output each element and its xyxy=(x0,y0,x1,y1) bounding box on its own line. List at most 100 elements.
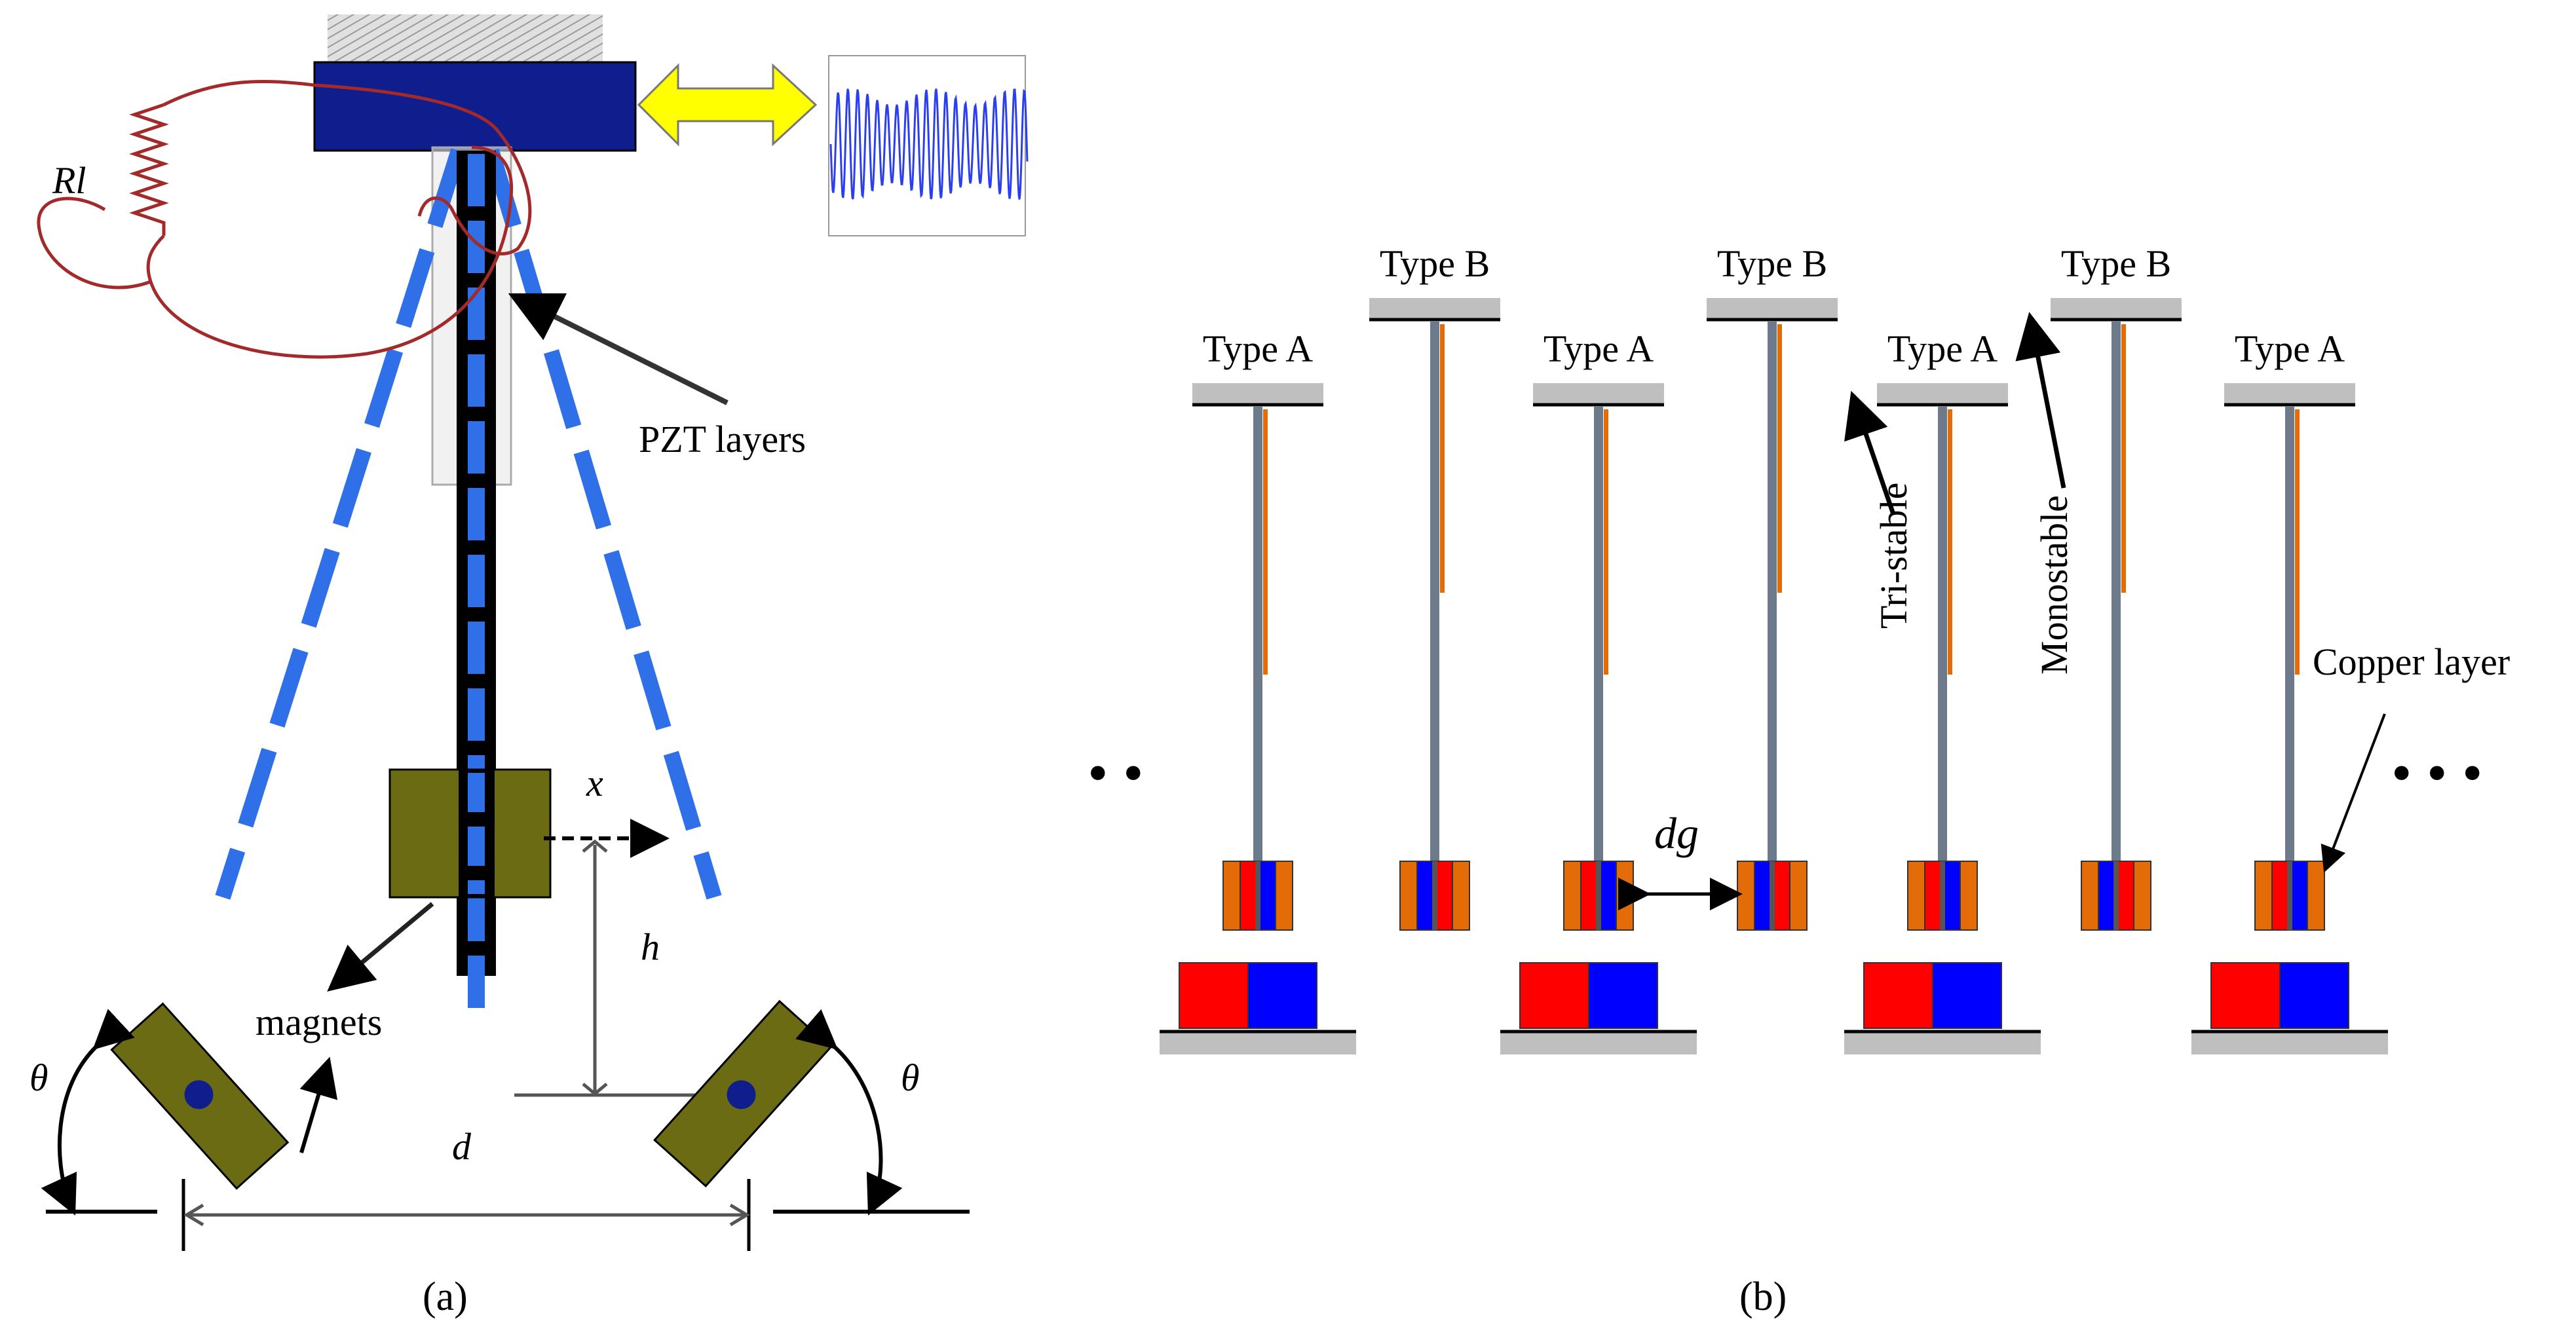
resistor-wire xyxy=(37,79,532,359)
base-magnet-red-1 xyxy=(1179,962,1249,1029)
base-ground-3 xyxy=(1500,1032,1697,1054)
base-magnet-red-7 xyxy=(2210,962,2281,1029)
tip-magnet-segment-2 xyxy=(1924,861,1943,931)
beam-array: Type A Type B Type A Type B Type A Type B Type… xyxy=(1160,242,2388,1054)
tip-magnet-segment-4 xyxy=(1960,861,1978,931)
base-magnet-red-3 xyxy=(1519,962,1589,1029)
tip-magnet-segment-4 xyxy=(1789,861,1808,931)
beam-unit-6: Type B xyxy=(2051,242,2182,931)
theta-arc-right xyxy=(795,1009,903,1216)
monostable-label: Monostable xyxy=(2033,495,2075,675)
base-magnet-blue-7 xyxy=(2279,962,2349,1029)
tip-beam-core xyxy=(2287,861,2292,930)
caption-b: (b) xyxy=(1739,1275,1787,1319)
type-label-6: Type B xyxy=(2061,242,2171,285)
base-ground-5 xyxy=(1844,1032,2041,1054)
tip-magnet-segment-1 xyxy=(1222,861,1241,931)
clamp-7 xyxy=(2224,383,2355,405)
copper-strip-6 xyxy=(2121,324,2126,593)
pzt-label: PZT layers xyxy=(639,418,806,460)
beam-unit-7: Type A xyxy=(2191,327,2388,1054)
tip-magnet-segment-4 xyxy=(2307,861,2325,931)
tip-magnet-segment-1 xyxy=(2254,861,2273,931)
magnets-label: magnets xyxy=(256,1001,382,1043)
monostable-pointer xyxy=(2015,312,2066,489)
h-label: h xyxy=(641,925,660,968)
magnet-pointer-arrow xyxy=(299,1056,338,1153)
tip-magnet-stack-5 xyxy=(1907,861,1978,931)
tip-magnet-segment-2 xyxy=(1754,861,1773,931)
clamp-2 xyxy=(1369,298,1500,320)
tip-magnet-segment-1 xyxy=(1907,861,1925,931)
copper-strip-2 xyxy=(1440,324,1445,593)
d-label: d xyxy=(452,1125,472,1168)
clamp-1 xyxy=(1192,383,1323,405)
base-ground-1 xyxy=(1160,1032,1356,1054)
resistor-label: Rl xyxy=(52,159,86,202)
beam-unit-2: Type B xyxy=(1369,242,1500,931)
tip-magnet-segment-1 xyxy=(1399,861,1418,931)
tip-magnet-segment-3 xyxy=(1942,861,1961,931)
tip-magnet-segment-3 xyxy=(1434,861,1453,931)
tip-magnet-stack-1 xyxy=(1222,861,1293,931)
tip-beam-core xyxy=(1770,861,1775,930)
x-label: x xyxy=(586,762,603,804)
type-label-2: Type B xyxy=(1380,242,1490,285)
type-label-7: Type A xyxy=(2235,327,2345,370)
copper-strip-5 xyxy=(1948,409,1952,675)
base-magnet-red-5 xyxy=(1863,962,1933,1029)
copper-strip-4 xyxy=(1777,324,1782,593)
base-magnet-blue-1 xyxy=(1247,962,1317,1029)
tristable-label: Tri-stable xyxy=(1872,483,1915,629)
copper-strip-7 xyxy=(2295,409,2300,675)
tip-magnet-segment-3 xyxy=(1257,861,1276,931)
tip-magnet-segment-3 xyxy=(1771,861,1790,931)
pzt-pointer xyxy=(508,293,729,405)
type-label-1: Type A xyxy=(1203,327,1313,370)
tip-magnet-stack-4 xyxy=(1737,861,1808,931)
clamp-6 xyxy=(2051,298,2182,320)
tip-magnet-segment-1 xyxy=(1737,861,1755,931)
clamp-4 xyxy=(1707,298,1838,320)
tip-beam-core xyxy=(1940,861,1945,930)
copper-pointer xyxy=(2320,713,2386,873)
tip-magnet-stack-3 xyxy=(1563,861,1634,931)
clamp-3 xyxy=(1533,383,1664,405)
beam-6 xyxy=(2112,322,2121,868)
tip-magnet-segment-4 xyxy=(1616,861,1634,931)
theta-right-label: θ xyxy=(901,1056,920,1099)
tip-magnet-stack-2 xyxy=(1399,861,1470,931)
base-magnet-blue-5 xyxy=(1932,962,2002,1029)
tip-magnet-segment-1 xyxy=(2081,861,2099,931)
tip-magnet-segment-3 xyxy=(1598,861,1617,931)
tip-magnet-segment-2 xyxy=(2271,861,2290,931)
tip-magnet-stack-7 xyxy=(2254,861,2325,931)
beam-unit-5: Type A xyxy=(1844,327,2041,1054)
tip-beam-core xyxy=(1432,861,1437,930)
type-label-3: Type A xyxy=(1544,327,1654,370)
tip-magnet-segment-4 xyxy=(1452,861,1470,931)
theta-arc-left xyxy=(41,1009,135,1216)
excitation-signal-plot xyxy=(828,55,1029,236)
tip-magnet-segment-4 xyxy=(2133,861,2151,931)
beam-7 xyxy=(2285,407,2294,868)
base-magnet-right xyxy=(653,999,833,1187)
deflection-line-left xyxy=(215,148,466,900)
beam-unit-4: Type B xyxy=(1707,242,1838,931)
tristable-pointer xyxy=(1844,390,1896,515)
ellipsis-right: • • • xyxy=(2391,741,2483,806)
copper-label: Copper layer xyxy=(2313,641,2510,683)
tip-magnet-segment-2 xyxy=(2098,861,2117,931)
type-label-4: Type B xyxy=(1717,242,1827,285)
beam-unit-1: Type A xyxy=(1160,327,1356,1054)
ellipsis-left: • • xyxy=(1088,741,1144,806)
panel-b: Type A Type B Type A Type B Type A Type B Type… xyxy=(1088,242,2510,1319)
type-label-5: Type A xyxy=(1887,327,1998,370)
panel-a: Rl PZT layers x h magnets θ θ xyxy=(29,14,1029,1319)
excitation-arrow xyxy=(637,63,818,147)
clamp-5 xyxy=(1877,383,2008,405)
tip-magnet-stack-6 xyxy=(2081,861,2151,931)
tip-magnet-segment-2 xyxy=(1580,861,1599,931)
clamp-block xyxy=(313,61,637,152)
